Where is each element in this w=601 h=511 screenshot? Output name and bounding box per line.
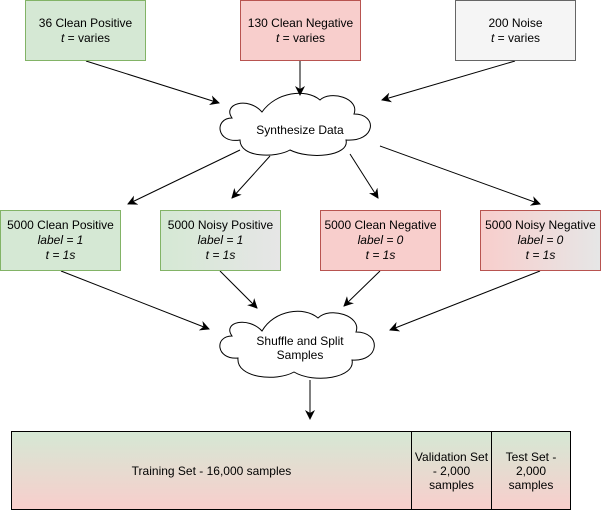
synthesize-data-label: Synthesize Data — [256, 123, 344, 137]
shuffle-cloud-shape — [219, 310, 375, 379]
dataset-noisy-negative: 5000 Noisy Negative label = 0 t = 1s — [480, 210, 601, 271]
dataset-clean-negative-label: label = 0 — [357, 233, 404, 247]
dataset-noisy-positive-title: 5000 Noisy Positive — [167, 218, 274, 232]
source-noise-title: 200 Noise — [488, 15, 543, 30]
shuffle-split-cloud: Shuffle and Split Samples — [240, 328, 360, 368]
arrow-synth-to-clean-negative — [349, 153, 379, 199]
test-set-label: Test Set - 2,000 samples — [505, 449, 557, 492]
source-clean-positive-title: 36 Clean Positive — [38, 15, 133, 30]
dataset-clean-positive-t: t = 1s — [45, 248, 76, 262]
shuffle-split-label: Shuffle and Split Samples — [256, 334, 344, 362]
dataset-noisy-positive: 5000 Noisy Positive label = 1 t = 1s — [160, 210, 281, 271]
dataset-clean-positive: 5000 Clean Positive label = 1 t = 1s — [0, 210, 121, 271]
dataset-clean-positive-title: 5000 Clean Positive — [7, 218, 114, 232]
arrow-clean-positive-to-shuffle — [60, 270, 210, 331]
arrow-synth-to-noisy-negative — [379, 145, 541, 206]
arrow-noisy-negative-to-shuffle — [389, 270, 541, 332]
source-clean-positive: 36 Clean Positive t = varies — [25, 0, 146, 61]
arrow-noisy-positive-to-shuffle — [219, 270, 258, 309]
dataset-clean-positive-label: label = 1 — [37, 233, 84, 247]
arrow-synth-to-clean-positive — [127, 149, 241, 205]
arrow-synth-to-noisy-positive — [231, 155, 271, 199]
training-set-segment: Training Set - 16,000 samples — [12, 432, 411, 509]
split-bar: Training Set - 16,000 samples Validation… — [11, 431, 571, 510]
arrow-noise-to-synth — [381, 60, 516, 103]
synthesize-data-cloud: Synthesize Data — [225, 110, 375, 150]
dataset-clean-negative-title: 5000 Clean Negative — [324, 218, 437, 232]
validation-set-label: Validation Set - 2,000 samples — [414, 449, 489, 492]
validation-set-segment: Validation Set - 2,000 samples — [411, 432, 491, 509]
training-set-label: Training Set - 16,000 samples — [131, 463, 292, 478]
source-clean-negative-t: t = varies — [275, 30, 326, 45]
source-noise: 200 Noise t = varies — [455, 0, 576, 61]
dataset-noisy-negative-t: t = 1s — [525, 248, 556, 262]
source-clean-positive-t: t = varies — [60, 30, 111, 45]
dataset-clean-negative-t: t = 1s — [365, 248, 396, 262]
synthesize-cloud-shape — [219, 92, 371, 156]
source-noise-t: t = varies — [490, 30, 541, 45]
dataset-noisy-positive-label: label = 1 — [197, 233, 244, 247]
dataset-noisy-negative-label: label = 0 — [517, 233, 564, 247]
test-set-segment: Test Set - 2,000 samples — [491, 432, 570, 509]
arrow-clean-negative-to-shuffle — [343, 270, 381, 307]
dataset-clean-negative: 5000 Clean Negative label = 0 t = 1s — [320, 210, 441, 271]
arrow-positive-to-synth — [85, 60, 220, 106]
dataset-noisy-positive-t: t = 1s — [205, 248, 236, 262]
dataset-noisy-negative-title: 5000 Noisy Negative — [485, 218, 596, 232]
source-clean-negative-title: 130 Clean Negative — [247, 15, 354, 30]
source-clean-negative: 130 Clean Negative t = varies — [240, 0, 361, 61]
